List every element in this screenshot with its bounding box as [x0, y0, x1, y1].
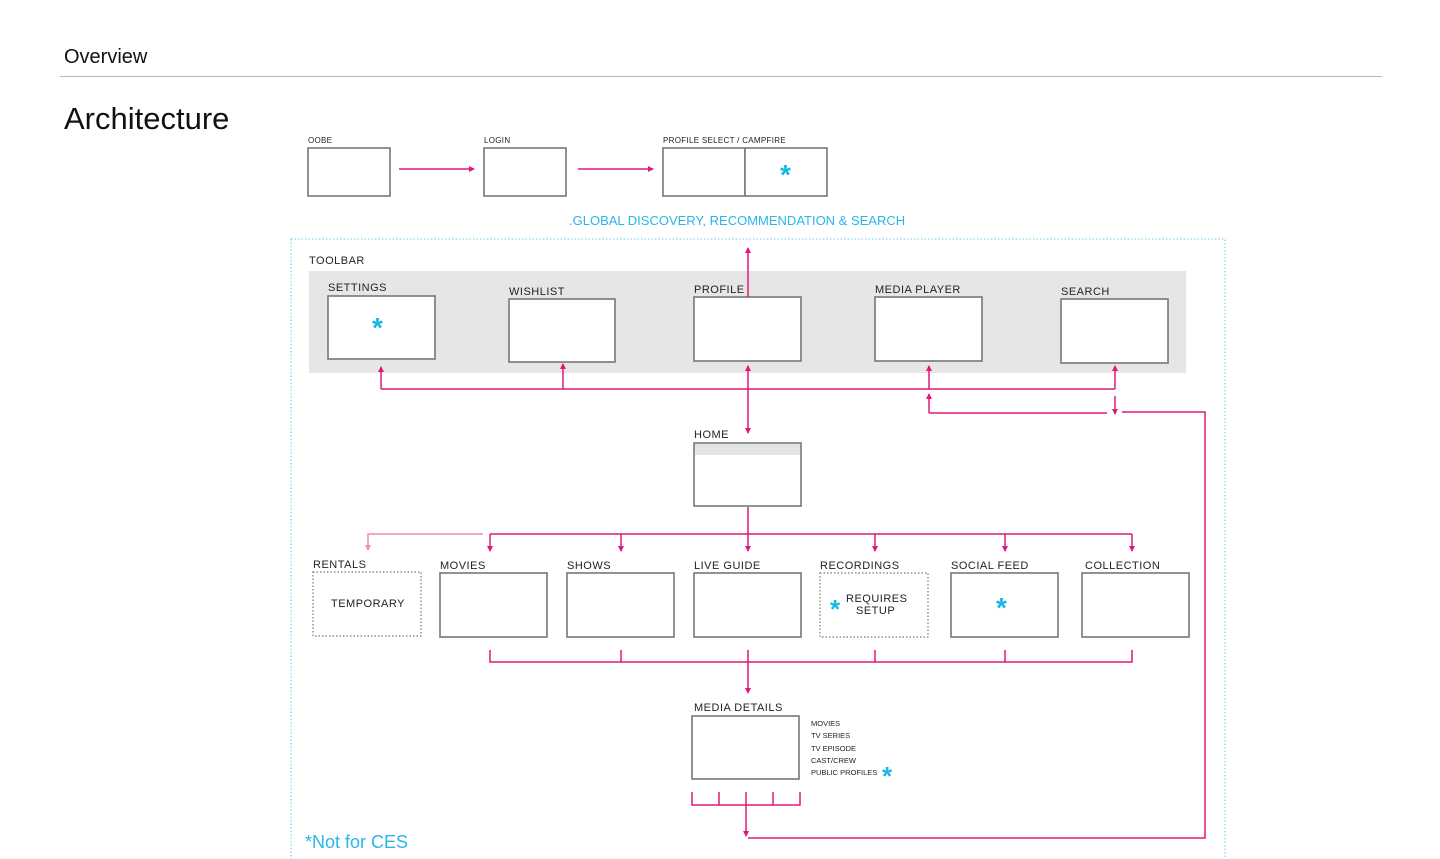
campfire-box — [744, 147, 828, 197]
home-node: HOME — [693, 429, 802, 507]
toolbar-item-wishlist: WISHLIST — [508, 286, 616, 363]
collection-label: COLLECTION — [1085, 560, 1160, 572]
not-for-ces-icon: * — [372, 312, 383, 343]
shows-label: SHOWS — [567, 560, 611, 572]
media-type-tv-episode: TV EPISODE — [811, 744, 856, 753]
return-loop-line — [748, 411, 1206, 839]
section-rentals: RENTALS TEMPORARY — [312, 559, 422, 637]
section-collection: COLLECTION — [1081, 560, 1190, 638]
collection-box — [1081, 572, 1190, 638]
profile-label: PROFILE — [694, 284, 745, 296]
toolbar-item-profile: PROFILE — [693, 284, 802, 362]
oobe-box — [307, 147, 391, 197]
media-player-box — [874, 296, 983, 362]
header-divider — [60, 76, 1382, 77]
bus-to-rentals-arrow — [365, 533, 483, 551]
search-box — [1060, 298, 1169, 364]
wishlist-label: WISHLIST — [509, 286, 565, 298]
section-label: Overview — [64, 46, 148, 68]
rentals-label: RENTALS — [313, 559, 366, 571]
app-container-boundary — [290, 238, 1226, 859]
media-details-node: MEDIA DETAILS MOVIES TV SERIES TV EPISOD… — [691, 702, 893, 791]
movies-box — [439, 572, 548, 638]
home-label: HOME — [694, 429, 729, 441]
section-live-guide: LIVE GUIDE — [693, 560, 802, 638]
section-movies: MOVIES — [439, 560, 548, 638]
recordings-setup-text: SETUP — [856, 605, 895, 617]
page-title: Architecture — [64, 101, 230, 136]
toolbar-item-search: SEARCH — [1060, 286, 1169, 364]
profile-select-node: PROFILE SELECT / CAMPFIRE * — [662, 136, 828, 197]
section-recordings: RECORDINGS * REQUIRES SETUP — [819, 560, 929, 638]
login-label: LOGIN — [484, 136, 510, 145]
profile-select-label: PROFILE SELECT / CAMPFIRE — [663, 136, 786, 145]
recordings-requires-text: REQUIRES — [846, 593, 907, 605]
media-details-label: MEDIA DETAILS — [694, 702, 783, 714]
oobe-node: OOBE — [307, 136, 391, 197]
profile-box — [693, 296, 802, 362]
section-shows: SHOWS — [566, 560, 675, 638]
shows-box — [566, 572, 675, 638]
toolbar-label: TOOLBAR — [309, 255, 365, 267]
rentals-box — [312, 571, 422, 637]
social-feed-label: SOCIAL FEED — [951, 560, 1029, 572]
settings-box — [327, 295, 436, 360]
media-type-cast-crew: CAST/CREW — [811, 756, 857, 765]
wishlist-box — [508, 298, 616, 363]
media-details-box — [691, 715, 800, 780]
not-for-ces-icon: * — [882, 761, 893, 791]
movies-label: MOVIES — [440, 560, 486, 572]
live-guide-box — [693, 572, 802, 638]
global-discovery-label: .GLOBAL DISCOVERY, RECOMMENDATION & SEAR… — [569, 213, 905, 228]
media-type-public-profiles: PUBLIC PROFILES — [811, 768, 877, 777]
login-box — [483, 147, 567, 197]
sections-collect-line — [489, 650, 1133, 663]
recordings-box — [819, 572, 929, 638]
media-player-label: MEDIA PLAYER — [875, 284, 961, 296]
section-social-feed: SOCIAL FEED * — [950, 560, 1059, 638]
footnote-not-for-ces: *Not for CES — [305, 832, 408, 852]
oobe-label: OOBE — [308, 136, 332, 145]
search-label: SEARCH — [1061, 286, 1110, 298]
login-node: LOGIN — [483, 136, 567, 197]
media-type-movies: MOVIES — [811, 719, 840, 728]
live-guide-label: LIVE GUIDE — [694, 560, 761, 572]
not-for-ces-icon: * — [830, 594, 841, 624]
rentals-temporary-text: TEMPORARY — [331, 598, 405, 610]
recordings-label: RECORDINGS — [820, 560, 900, 572]
not-for-ces-icon: * — [996, 592, 1007, 623]
settings-label: SETTINGS — [328, 282, 387, 294]
not-for-ces-icon: * — [780, 159, 791, 190]
social-feed-box — [950, 572, 1059, 638]
home-header-strip — [695, 444, 800, 455]
toolbar-item-settings: SETTINGS * — [327, 282, 436, 360]
media-type-tv-series: TV SERIES — [811, 731, 850, 740]
toolbar-item-media-player: MEDIA PLAYER — [874, 284, 983, 362]
profile-select-box — [662, 147, 746, 197]
